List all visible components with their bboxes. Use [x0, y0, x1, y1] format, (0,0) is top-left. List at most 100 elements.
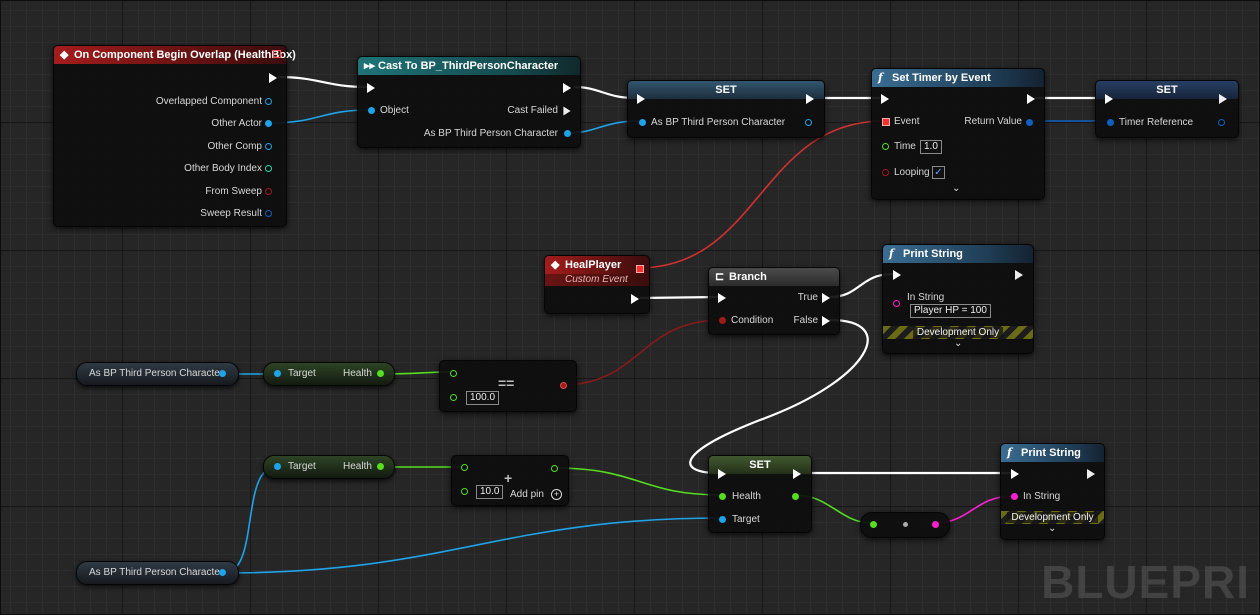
- node-header: f Set Timer by Event: [872, 69, 1044, 87]
- pin-as-bp-in[interactable]: [639, 119, 646, 126]
- pin-label-health: Health: [732, 491, 761, 502]
- pin-a[interactable]: [461, 464, 468, 471]
- node-set-timer-reference[interactable]: SET Timer Reference: [1095, 80, 1239, 138]
- pin-label-other-body-index: Other Body Index: [184, 163, 262, 174]
- node-get-health-1[interactable]: Target Health: [263, 362, 395, 386]
- pin-overlapped-component[interactable]: [265, 98, 272, 105]
- exec-out-pin[interactable]: [1087, 469, 1095, 479]
- var-as-bp-third-person-1[interactable]: As BP Third Person Character: [76, 362, 239, 386]
- node-healplayer-event[interactable]: ◆ HealPlayer Custom Event: [544, 255, 650, 314]
- add-pin-button[interactable]: Add pin: [510, 489, 544, 500]
- node-float-to-string[interactable]: [860, 512, 950, 538]
- time-value-input[interactable]: 1.0: [920, 140, 942, 154]
- var-as-bp-third-person-2[interactable]: As BP Third Person Character: [76, 561, 239, 585]
- pin-in-string[interactable]: [1011, 493, 1018, 500]
- add-pin-plus-icon[interactable]: +: [551, 489, 562, 500]
- node-title: On Component Begin Overlap (HealthBox): [74, 49, 296, 61]
- looping-checkbox[interactable]: ✓: [932, 166, 945, 179]
- wire-exec-overlap-cast: [277, 75, 369, 89]
- pin-condition[interactable]: [719, 317, 726, 324]
- exec-in-pin[interactable]: [367, 83, 375, 93]
- pin-as-bp[interactable]: [564, 130, 571, 137]
- node-equal[interactable]: 100.0 ==: [439, 360, 577, 412]
- delegate-out-pin[interactable]: [636, 265, 644, 273]
- exec-out-pin[interactable]: [806, 94, 814, 104]
- exec-in-pin[interactable]: [718, 293, 726, 303]
- pin-other-body-index[interactable]: [265, 165, 272, 172]
- pin-sweep-result[interactable]: [265, 210, 272, 217]
- node-get-health-2[interactable]: Target Health: [263, 455, 395, 479]
- wire-obj-var2-set3: [223, 517, 723, 574]
- exec-in-pin[interactable]: [637, 94, 645, 104]
- node-header: SET: [1096, 81, 1238, 99]
- node-branch[interactable]: ⊏ Branch True Condition False: [708, 267, 840, 335]
- exec-true-pin[interactable]: [822, 293, 830, 303]
- pin-time[interactable]: [882, 143, 889, 150]
- exec-out-pin[interactable]: [269, 73, 277, 83]
- pin-label-false: False: [793, 315, 818, 326]
- pin-bool-out[interactable]: [560, 382, 567, 389]
- pin-label-condition: Condition: [731, 315, 774, 326]
- pin-timer-reference-out[interactable]: [1218, 119, 1225, 126]
- pin-string-out[interactable]: [932, 521, 939, 528]
- pin-b[interactable]: [461, 488, 468, 495]
- pin-from-sweep[interactable]: [265, 188, 272, 195]
- node-add[interactable]: 10.0 + Add pin +: [451, 455, 569, 506]
- equal-b-value-input[interactable]: 100.0: [466, 391, 500, 405]
- exec-out-pin[interactable]: [1219, 94, 1227, 104]
- expand-chevron-icon[interactable]: ⌄: [952, 183, 961, 194]
- node-set-health[interactable]: SET Health Target: [708, 455, 812, 533]
- expand-chevron-icon[interactable]: ⌄: [1048, 523, 1057, 534]
- node-header: ◆ HealPlayer: [545, 256, 649, 274]
- pin-as-bp-out[interactable]: [805, 119, 812, 126]
- pin-target[interactable]: [274, 370, 281, 377]
- pin-in-string[interactable]: [893, 300, 900, 307]
- node-set-timer-by-event[interactable]: f Set Timer by Event Event Return Value …: [871, 68, 1045, 200]
- node-print-string-1[interactable]: f Print String In String Player HP = 100…: [882, 244, 1034, 354]
- pin-health-out[interactable]: [377, 370, 384, 377]
- add-b-value-input[interactable]: 10.0: [476, 485, 504, 499]
- exec-in-pin[interactable]: [718, 469, 726, 479]
- pin-label-target: Target: [288, 461, 316, 472]
- pin-health-in[interactable]: [719, 493, 726, 500]
- exec-out-pin[interactable]: [1015, 270, 1023, 280]
- pin-a[interactable]: [450, 370, 457, 377]
- pin-object[interactable]: [368, 107, 375, 114]
- var-out-pin[interactable]: [219, 370, 226, 377]
- pin-other-actor[interactable]: [265, 120, 272, 127]
- branch-icon: ⊏: [715, 271, 725, 283]
- pin-result-out[interactable]: [551, 465, 558, 472]
- pin-target-in[interactable]: [719, 516, 726, 523]
- exec-in-pin[interactable]: [881, 94, 889, 104]
- pin-health-out[interactable]: [377, 463, 384, 470]
- exec-in-pin[interactable]: [1105, 94, 1113, 104]
- exec-in-pin[interactable]: [1011, 469, 1019, 479]
- pin-target[interactable]: [274, 463, 281, 470]
- wire-float-add-set3: [553, 467, 723, 496]
- pin-looping[interactable]: [882, 169, 889, 176]
- pin-other-comp[interactable]: [265, 143, 272, 150]
- exec-in-pin[interactable]: [893, 270, 901, 280]
- cast-failed-exec-pin[interactable]: [563, 106, 571, 116]
- exec-false-pin[interactable]: [822, 316, 830, 326]
- node-on-component-begin-overlap[interactable]: ◆ On Component Begin Overlap (HealthBox)…: [53, 45, 296, 227]
- exec-out-pin[interactable]: [563, 83, 571, 93]
- expand-chevron-icon[interactable]: ⌄: [954, 338, 963, 349]
- node-set-as-bp[interactable]: SET As BP Third Person Character: [627, 80, 825, 138]
- node-cast-to-bp-third-person[interactable]: ▸▸ Cast To BP_ThirdPersonCharacter Objec…: [357, 56, 581, 148]
- pin-b[interactable]: [450, 394, 457, 401]
- pin-label-timer-reference: Timer Reference: [1119, 117, 1194, 128]
- node-print-string-2[interactable]: f Print String In String Development Onl…: [1000, 443, 1105, 540]
- exec-out-pin[interactable]: [631, 294, 639, 304]
- exec-out-pin[interactable]: [1027, 94, 1035, 104]
- exec-out-pin[interactable]: [793, 469, 801, 479]
- pin-event-delegate[interactable]: [882, 118, 890, 126]
- in-string-input[interactable]: Player HP = 100: [910, 304, 991, 318]
- pin-health-out[interactable]: [792, 493, 799, 500]
- pin-float-in[interactable]: [870, 521, 877, 528]
- var-out-pin[interactable]: [219, 569, 226, 576]
- pin-return-value[interactable]: [1026, 119, 1033, 126]
- delegate-pin[interactable]: [273, 50, 281, 58]
- pin-timer-reference-in[interactable]: [1107, 119, 1114, 126]
